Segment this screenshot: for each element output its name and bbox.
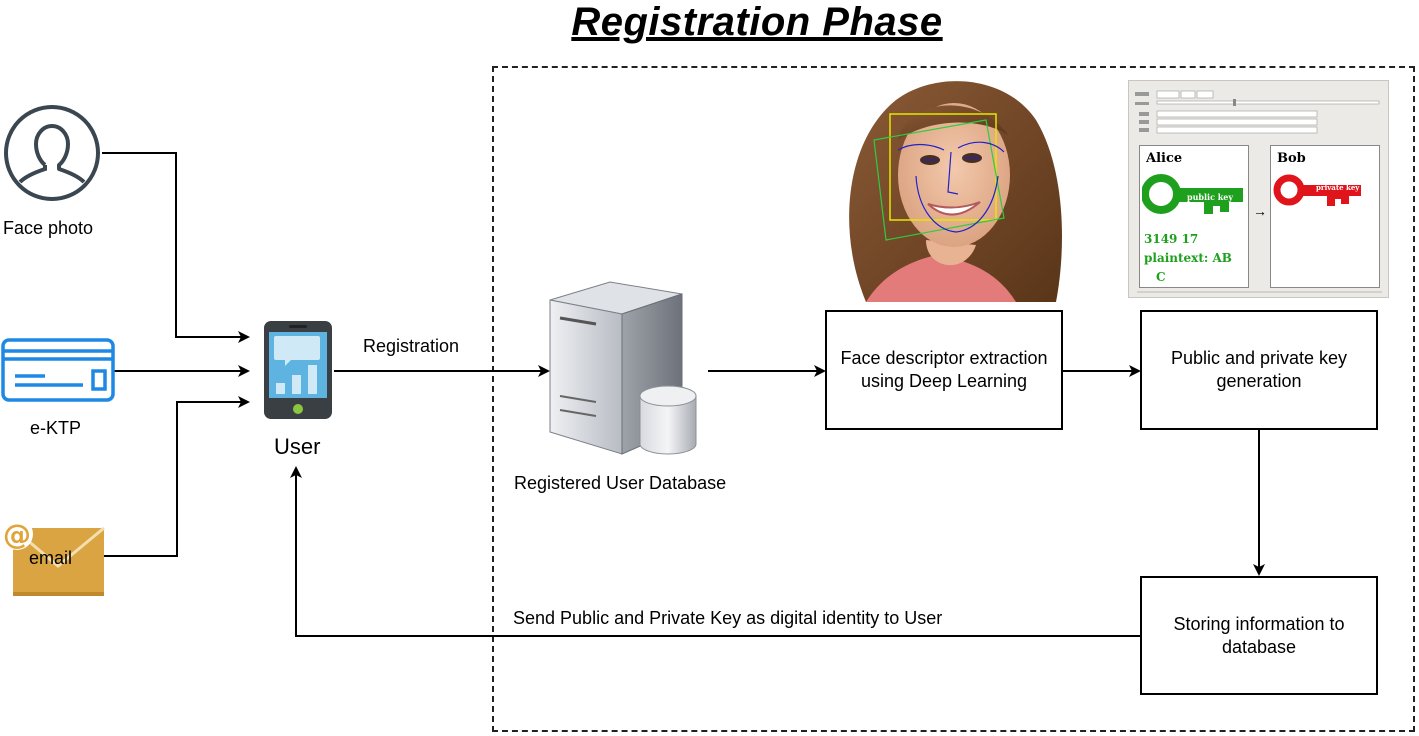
private-key-icon [1273,174,1361,206]
key-generation-text: Public and private key generation [1170,348,1348,391]
public-key-icon [1142,174,1243,214]
plaintext-text: plaintext: AB [1144,251,1232,265]
id-card-icon [1,338,115,402]
send-back-arrow [290,466,1140,637]
email-envelope-icon: @ [1,518,105,596]
registration-edge-label: Registration [363,336,460,356]
user-label: User [274,434,321,459]
database-label: Registered User Database [514,473,727,493]
face-photo-label: Face photo [3,218,94,238]
demo-footer [1137,291,1382,293]
face-detection-image [826,80,1072,302]
smartphone-icon [264,321,332,419]
alice-panel: Alice public key 3149 17 plaintext: AB C [1139,145,1249,288]
email-label: email [29,548,73,568]
send-keys-edge-label: Send Public and Private Key as digital i… [513,608,943,628]
face-descriptor-box: Face descriptor extraction using Deep Le… [825,310,1063,430]
email-to-user-arrow [104,396,250,557]
arrow-right-icon: → [1253,203,1267,219]
diagram-title: Registration Phase [571,0,943,44]
key-numbers: 3149 17 [1144,232,1199,246]
person-icon [4,105,100,201]
registration-boundary [492,66,1415,732]
key-generation-box: Public and private key generation [1140,310,1378,430]
private-key-text: private key [1316,183,1360,192]
key-generation-demo-image: Alice public key 3149 17 plaintext: AB C… [1128,80,1389,298]
bob-panel: Bob private key [1270,145,1380,288]
bob-name: Bob [1277,151,1306,166]
alice-name: Alice [1146,151,1183,166]
face-descriptor-text: Face descriptor extraction using Deep Le… [840,348,1048,391]
ciphertext-text: C [1156,270,1166,284]
storing-box: Storing information to database [1140,576,1378,695]
storing-text: Storing information to database [1173,613,1345,657]
face-to-user-arrow [102,152,250,343]
ektp-label: e-KTP [30,418,82,438]
public-key-text: public key [1187,192,1234,202]
svg-text:@: @ [3,518,31,551]
database-server-icon [549,281,697,455]
